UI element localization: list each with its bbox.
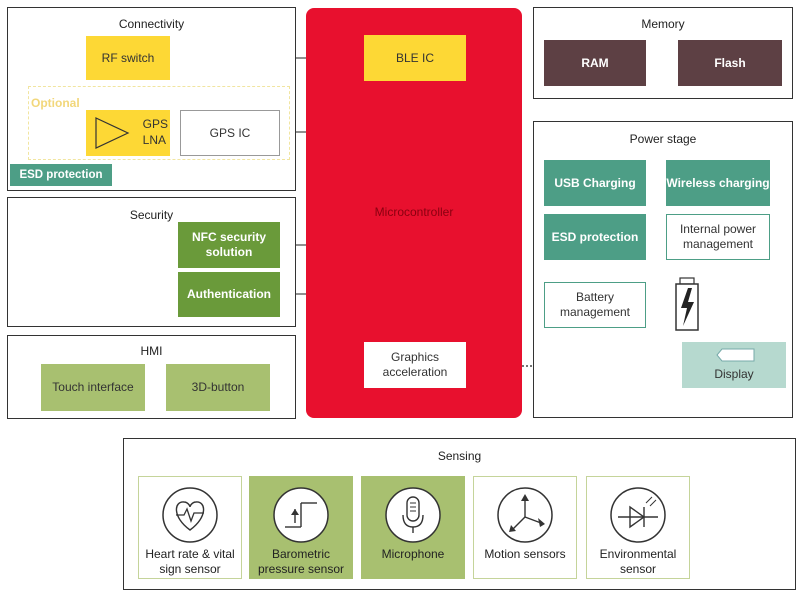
light-diode-icon — [610, 487, 666, 543]
security-title: Security — [129, 208, 174, 222]
rf-switch-block: RF switch — [86, 36, 170, 80]
microcontroller-label: Microcontroller — [374, 204, 454, 219]
3d-button-block: 3D-button — [166, 364, 270, 411]
microphone-icon — [385, 487, 441, 543]
flash-block: Flash — [678, 40, 782, 86]
gps-lna-block: GPS LNA — [86, 110, 170, 156]
esd-protection-block: ESD protection — [544, 214, 646, 260]
display-block: Display — [682, 342, 786, 388]
hmi-title: HMI — [140, 344, 163, 358]
graphics-acceleration-block: Graphics acceleration — [364, 342, 466, 388]
memory-title: Memory — [641, 17, 685, 31]
gps-lna-label: GPS LNA — [142, 117, 168, 147]
ram-block: RAM — [544, 40, 646, 86]
nfc-security-block: NFC security solution — [178, 222, 280, 268]
touch-interface-block: Touch interface — [41, 364, 145, 411]
environmental-sensor-label: Environmental sensor — [599, 547, 677, 576]
wireless-charging-block: Wireless charging — [666, 160, 770, 206]
power-stage-title: Power stage — [629, 132, 697, 146]
connectivity-title: Connectivity — [118, 17, 185, 31]
sensing-title: Sensing — [437, 449, 482, 463]
optional-group — [28, 86, 290, 160]
motion-sensors: Motion sensors — [473, 476, 577, 579]
battery-management-block: Battery management — [544, 282, 646, 328]
motion-sensors-label: Motion sensors — [484, 547, 566, 561]
motion-axes-icon — [497, 487, 553, 543]
usb-charging-block: USB Charging — [544, 160, 646, 206]
gps-ic-block: GPS IC — [180, 110, 280, 156]
microphone-sensor: Microphone — [361, 476, 465, 579]
pressure-icon — [273, 487, 329, 543]
display-label: Display — [714, 367, 754, 381]
internal-power-management-block: Internal power management — [666, 214, 770, 260]
environmental-sensor: Environmental sensor — [586, 476, 690, 579]
authentication-block: Authentication — [178, 272, 280, 317]
barometric-pressure-label: Barometric pressure sensor — [257, 547, 345, 576]
display-icon — [716, 348, 755, 362]
esd-protection-badge: ESD protection — [10, 164, 112, 186]
battery-icon — [675, 277, 699, 331]
optional-label: Optional — [31, 96, 80, 110]
amplifier-icon — [95, 117, 130, 149]
heart-rate-label: Heart rate & vital sign sensor — [145, 547, 235, 576]
ble-ic-block: BLE IC — [364, 35, 466, 81]
microphone-label: Microphone — [381, 547, 445, 561]
barometric-pressure-sensor: Barometric pressure sensor — [249, 476, 353, 579]
heart-rate-sensor: Heart rate & vital sign sensor — [138, 476, 242, 579]
heart-rate-icon — [162, 487, 218, 543]
